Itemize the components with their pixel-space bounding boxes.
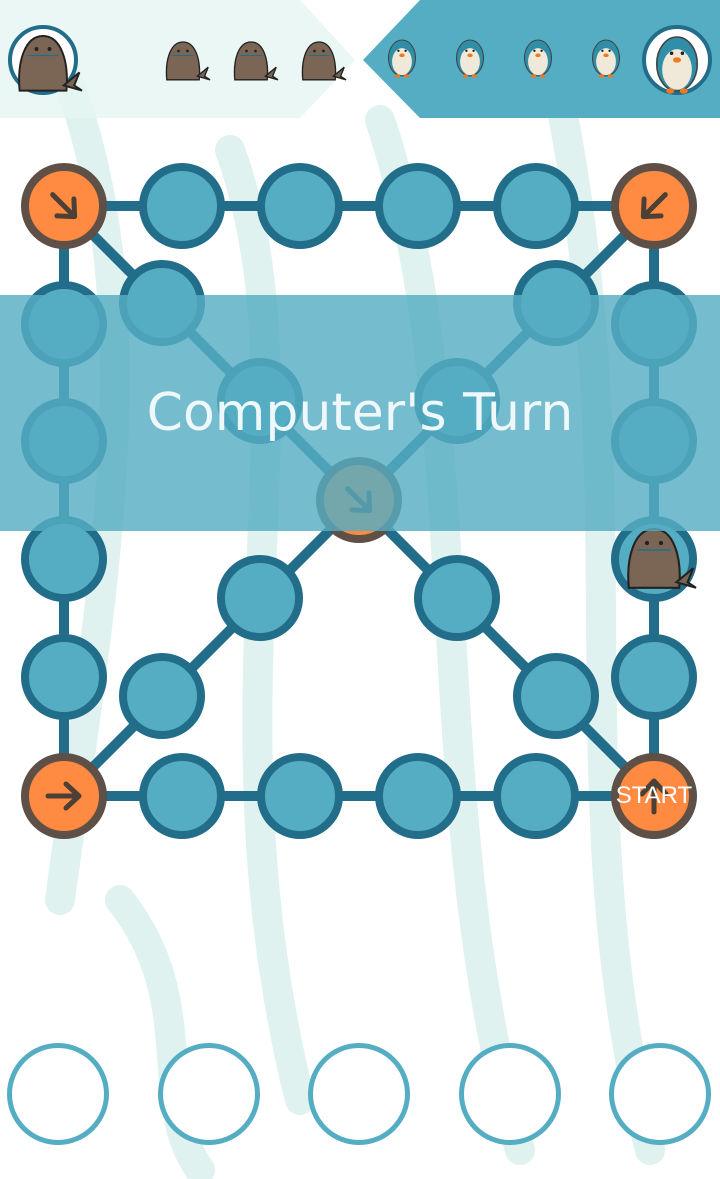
penguin-avatar-icon bbox=[655, 36, 699, 94]
throw-result-slot bbox=[609, 1043, 711, 1145]
board-node[interactable] bbox=[493, 753, 579, 839]
turn-text: Computer's Turn bbox=[146, 383, 574, 443]
board-node[interactable] bbox=[375, 753, 461, 839]
board-node[interactable] bbox=[257, 163, 343, 249]
direction-arrow-icon bbox=[639, 778, 669, 815]
throw-result-slot bbox=[158, 1043, 260, 1145]
penguin-piece-icon bbox=[387, 39, 417, 78]
seal-avatar-icon bbox=[18, 35, 83, 92]
board-node[interactable] bbox=[139, 753, 225, 839]
throw-result-slot bbox=[308, 1043, 410, 1145]
seal-piece-icon bbox=[301, 41, 347, 81]
board-node[interactable] bbox=[493, 163, 579, 249]
direction-arrow-icon bbox=[640, 192, 668, 220]
board-node[interactable] bbox=[21, 516, 107, 602]
board-node[interactable] bbox=[513, 653, 599, 739]
throw-result-slot bbox=[7, 1043, 109, 1145]
seal-piece-icon bbox=[233, 41, 279, 81]
board-node[interactable] bbox=[414, 555, 500, 641]
player-bar bbox=[0, 0, 720, 118]
throw-result-slot bbox=[459, 1043, 561, 1145]
board-node[interactable] bbox=[257, 753, 343, 839]
direction-arrow-icon bbox=[50, 192, 78, 220]
penguin-piece-icon bbox=[455, 39, 485, 78]
penguin-piece-icon bbox=[523, 39, 553, 78]
board-node[interactable] bbox=[21, 634, 107, 720]
board-node[interactable] bbox=[611, 634, 697, 720]
board-node[interactable] bbox=[217, 555, 303, 641]
turn-banner: Computer's Turn bbox=[0, 295, 720, 531]
board-node[interactable] bbox=[119, 653, 205, 739]
board-node[interactable] bbox=[375, 163, 461, 249]
direction-arrow-icon bbox=[45, 781, 82, 811]
penguin-piece-icon bbox=[591, 39, 621, 78]
seal-piece-icon bbox=[165, 41, 211, 81]
start-label: START bbox=[615, 782, 693, 809]
board-node[interactable] bbox=[139, 163, 225, 249]
